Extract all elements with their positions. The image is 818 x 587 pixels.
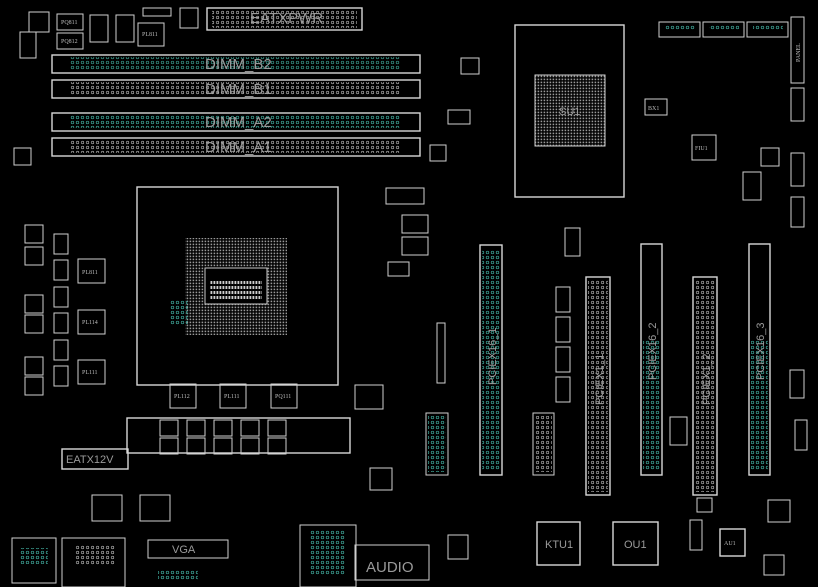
component-label: PL114 [82,320,98,326]
eatx12v-connector: EATX12V [61,448,129,470]
ic-au1: AU1 [719,528,746,557]
component-label: PCIEX16_2 [647,323,659,380]
fan-headers [658,21,789,38]
component-label: BX1 [648,106,659,112]
component-label: PQ812 [61,39,78,45]
dimm-a2-label: DIMM_A2 [205,114,272,131]
component-label: PL112 [174,394,190,400]
eatxpwr-connector: EATXPWR [206,7,363,31]
pcie-slot-x16-3: PCIEX16_3 [748,243,771,476]
component-label: KTU1 [545,539,573,551]
component-label: PL111 [224,394,240,400]
vrm-top-left: PQ811 PQ812 PL811 [19,7,199,59]
audio-label: AUDIO [366,559,414,576]
pcie-slot-x1-1: PCIEX1_1 [585,276,611,496]
component-label: PCIEX1_1 [594,354,606,405]
component-label: PCIEX1_2 [701,354,713,405]
vrm-bottom-chokes: PL112 PL111 PQ111 [169,383,298,409]
component-label: PANEL [796,43,802,62]
component-label: EATX12V [66,454,114,466]
chipset-area: SU1 [514,24,625,198]
vga-label: VGA [172,544,196,556]
front-panel-header: PANEL [742,16,805,228]
vrm-bottom-area [126,417,351,455]
cpu-socket [136,186,339,386]
rear-io: VGA AUDIO [11,467,430,587]
dimm-slot-b1: DIMM_B1 [51,79,421,99]
pcie-slot-x16-1: PCIEX16_1 [479,244,503,476]
component-label: PL811 [142,32,158,38]
crystal: BX1 [644,98,668,116]
dimm-b1-label: DIMM_B1 [205,81,272,98]
ic-ktu1: KTU1 [536,521,581,566]
component-label: AU1 [724,541,736,547]
component-label: PL811 [82,270,98,276]
component-label: FIU1 [695,146,708,152]
dimm-slot-a1: DIMM_A1 [51,137,421,157]
ic-ou1: OU1 [612,521,659,566]
component-label: PL111 [82,370,98,376]
pcie-slot-x16-2: PCIEX16_2 [640,243,663,476]
small-headers [425,286,688,476]
pcie-slot-x1-2: PCIEX1_2 [692,276,718,496]
component-label: OU1 [624,539,647,551]
component-label: PCIEX16_3 [755,323,767,380]
dimm-slot-b2: DIMM_B2 [51,54,421,74]
misc-parts-bottom [447,227,808,576]
component-label: PCIEX16_1 [487,328,499,385]
dimm-slot-a2: DIMM_A2 [51,112,421,132]
chipset-label: SU1 [559,106,580,118]
vrm-left: PL811 PL114 PL111 [13,147,106,396]
eatxpwr-label: EATXPWR [250,10,323,27]
component-label: PQ811 [61,20,77,26]
dimm-a1-label: DIMM_A1 [205,139,272,156]
dimm-b2-label: DIMM_B2 [205,56,272,73]
component-label: PQ111 [275,394,291,400]
misc-parts-center [354,57,480,410]
bios-chip: FIU1 [691,134,717,161]
